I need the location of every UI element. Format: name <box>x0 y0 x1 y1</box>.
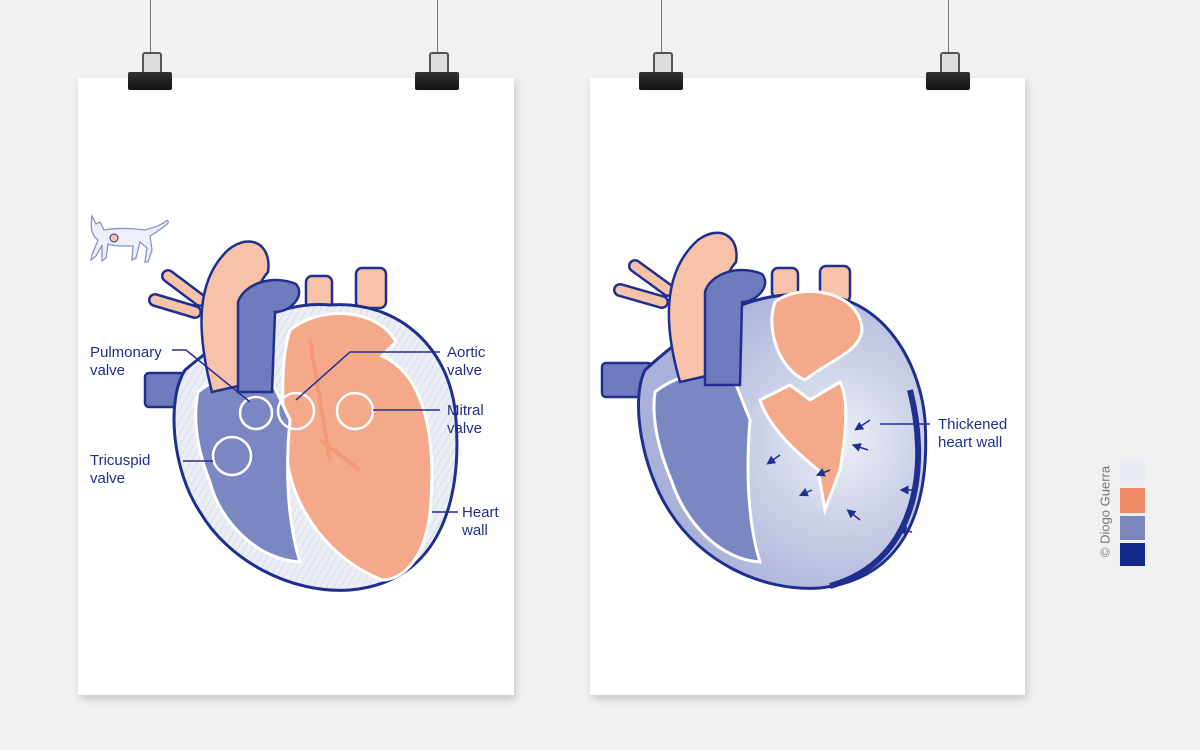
credit-text: © Diogo Guerra <box>1097 465 1113 558</box>
cat-icon <box>90 213 169 263</box>
hanging-string <box>150 0 151 60</box>
color-swatch-blue <box>1120 516 1145 540</box>
binder-clip-icon <box>128 52 172 92</box>
color-swatch-light <box>1120 460 1145 485</box>
heart-illustration-thickened <box>600 231 930 590</box>
binder-clip-icon <box>639 52 683 92</box>
label-aortic-valve: Aortic valve <box>447 344 486 379</box>
hanging-string <box>948 0 949 60</box>
color-swatch-navy <box>1120 543 1145 566</box>
heart-illustration-normal <box>143 240 459 592</box>
color-swatch-orange <box>1120 488 1145 513</box>
label-thickened-heart-wall: Thickened heart wall <box>938 416 1008 451</box>
label-pulmonary-valve: Pulmonary valve <box>90 344 162 379</box>
binder-clip-icon <box>415 52 459 92</box>
label-tricuspid-valve: Tricuspid valve <box>90 452 151 487</box>
hanging-string <box>661 0 662 60</box>
label-mitral-valve: Mitral valve <box>447 402 484 437</box>
hanging-string <box>437 0 438 60</box>
binder-clip-icon <box>926 52 970 92</box>
label-heart-wall: Heart wall <box>462 504 499 539</box>
